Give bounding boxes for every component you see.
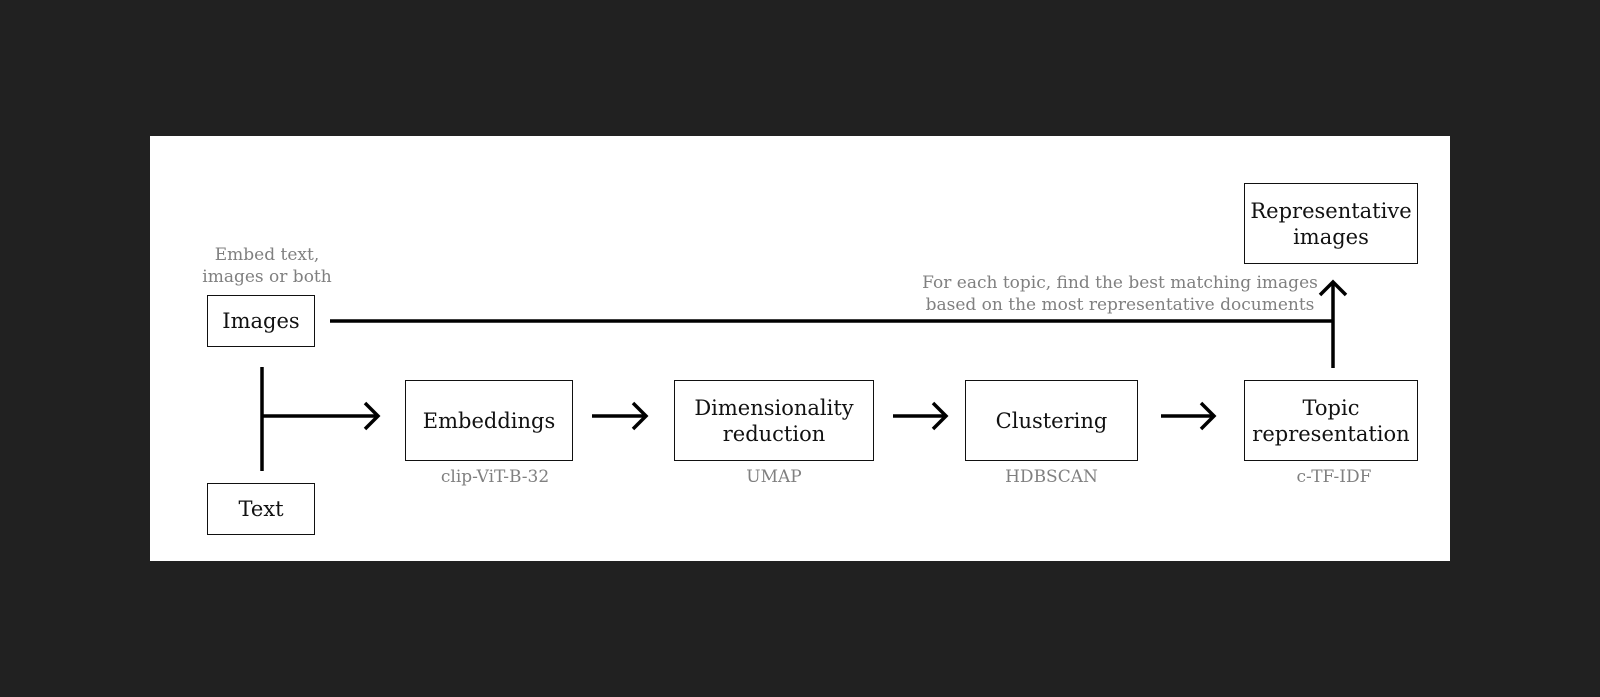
match-note: For each topic, find the best matching i… bbox=[922, 273, 1318, 315]
embeddings-method: clip-ViT-B-32 bbox=[440, 467, 550, 487]
text-node: Text bbox=[207, 483, 315, 535]
dimensionality-node-label: Dimensionality reduction bbox=[694, 395, 854, 446]
diagram-canvas: Embed text, images or both For each topi… bbox=[150, 136, 1450, 561]
topic-node: Topic representation bbox=[1244, 380, 1418, 461]
embed-note: Embed text, images or both bbox=[202, 245, 332, 287]
arrowhead-topic bbox=[1199, 401, 1217, 431]
topic-node-label: Topic representation bbox=[1252, 395, 1410, 446]
clustering-method: HDBSCAN bbox=[1005, 467, 1098, 487]
connector-lines bbox=[260, 279, 1348, 471]
embeddings-node: Embeddings bbox=[405, 380, 573, 461]
topic-method: c-TF-IDF bbox=[1296, 467, 1372, 487]
arrowhead-embeddings bbox=[363, 401, 381, 431]
dimensionality-method: UMAP bbox=[746, 467, 802, 487]
arrowhead-representative bbox=[1318, 279, 1348, 297]
images-node: Images bbox=[207, 295, 315, 347]
dimensionality-node: Dimensionality reduction bbox=[674, 380, 874, 461]
clustering-node-label: Clustering bbox=[995, 408, 1108, 433]
embeddings-node-label: Embeddings bbox=[422, 408, 556, 433]
representative-node-label: Representative images bbox=[1250, 198, 1412, 249]
arrowhead-clustering bbox=[931, 401, 949, 431]
text-node-label: Text bbox=[238, 497, 284, 521]
representative-node: Representative images bbox=[1244, 183, 1418, 264]
clustering-node: Clustering bbox=[965, 380, 1138, 461]
images-node-label: Images bbox=[222, 309, 300, 333]
arrowhead-dimensionality bbox=[631, 401, 649, 431]
